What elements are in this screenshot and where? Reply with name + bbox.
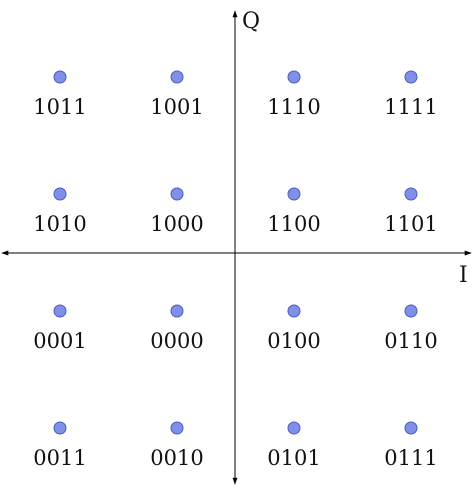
constellation-point-label: 1011 — [33, 95, 86, 119]
constellation-point-marker — [170, 187, 184, 201]
i-axis-label: I — [459, 263, 468, 288]
constellation-point-marker — [170, 421, 184, 435]
constellation-point-label: 0111 — [384, 446, 437, 470]
constellation-point-label: 0010 — [150, 446, 203, 470]
constellation-point-marker — [287, 304, 301, 318]
constellation-point-marker — [287, 187, 301, 201]
constellation-point-marker — [53, 70, 67, 84]
constellation-point: 0101 — [267, 421, 321, 470]
constellation-point-label: 1100 — [267, 212, 320, 236]
constellation-point-label: 0100 — [267, 329, 320, 353]
constellation-point: 1001 — [150, 70, 204, 119]
constellation-point-label: 1001 — [150, 95, 203, 119]
constellation-point-marker — [404, 304, 418, 318]
constellation-point-marker — [404, 70, 418, 84]
constellation-point-label: 1000 — [150, 212, 203, 236]
constellation-point: 0001 — [33, 304, 87, 353]
constellation-points: 1011 1001 1110 1111 1010 1000 1100 1101 0001 0000… — [33, 70, 438, 470]
constellation-point-label: 1110 — [267, 95, 320, 119]
constellation-point-label: 0000 — [150, 329, 203, 353]
constellation-point-label: 0101 — [267, 446, 320, 470]
constellation-point: 0100 — [267, 304, 321, 353]
constellation-point: 0000 — [150, 304, 204, 353]
constellation-point-marker — [404, 421, 418, 435]
constellation-point-label: 1010 — [33, 212, 86, 236]
constellation-point-marker — [170, 304, 184, 318]
constellation-point: 1011 — [33, 70, 87, 119]
constellation-point: 1110 — [267, 70, 321, 119]
constellation-point-marker — [287, 421, 301, 435]
constellation-point-label: 1111 — [384, 95, 437, 119]
constellation-point-marker — [170, 70, 184, 84]
constellation-point-marker — [53, 187, 67, 201]
constellation-point-label: 0011 — [33, 446, 86, 470]
constellation-point-marker — [53, 304, 67, 318]
constellation-point: 1111 — [384, 70, 438, 119]
constellation-point: 0010 — [150, 421, 204, 470]
constellation-point: 0110 — [384, 304, 438, 353]
constellation-point-marker — [53, 421, 67, 435]
constellation-point-marker — [404, 187, 418, 201]
constellation-point-label: 0110 — [384, 329, 437, 353]
constellation-point: 1000 — [150, 187, 204, 236]
constellation-point: 1010 — [33, 187, 87, 236]
constellation-point: 0011 — [33, 421, 87, 470]
q-axis-label: Q — [242, 9, 260, 34]
constellation-point-label: 0001 — [33, 329, 86, 353]
constellation-point: 1101 — [384, 187, 438, 236]
constellation-point: 0111 — [384, 421, 438, 470]
constellation-point-marker — [287, 70, 301, 84]
constellation-point: 1100 — [267, 187, 321, 236]
constellation-point-label: 1101 — [384, 212, 437, 236]
